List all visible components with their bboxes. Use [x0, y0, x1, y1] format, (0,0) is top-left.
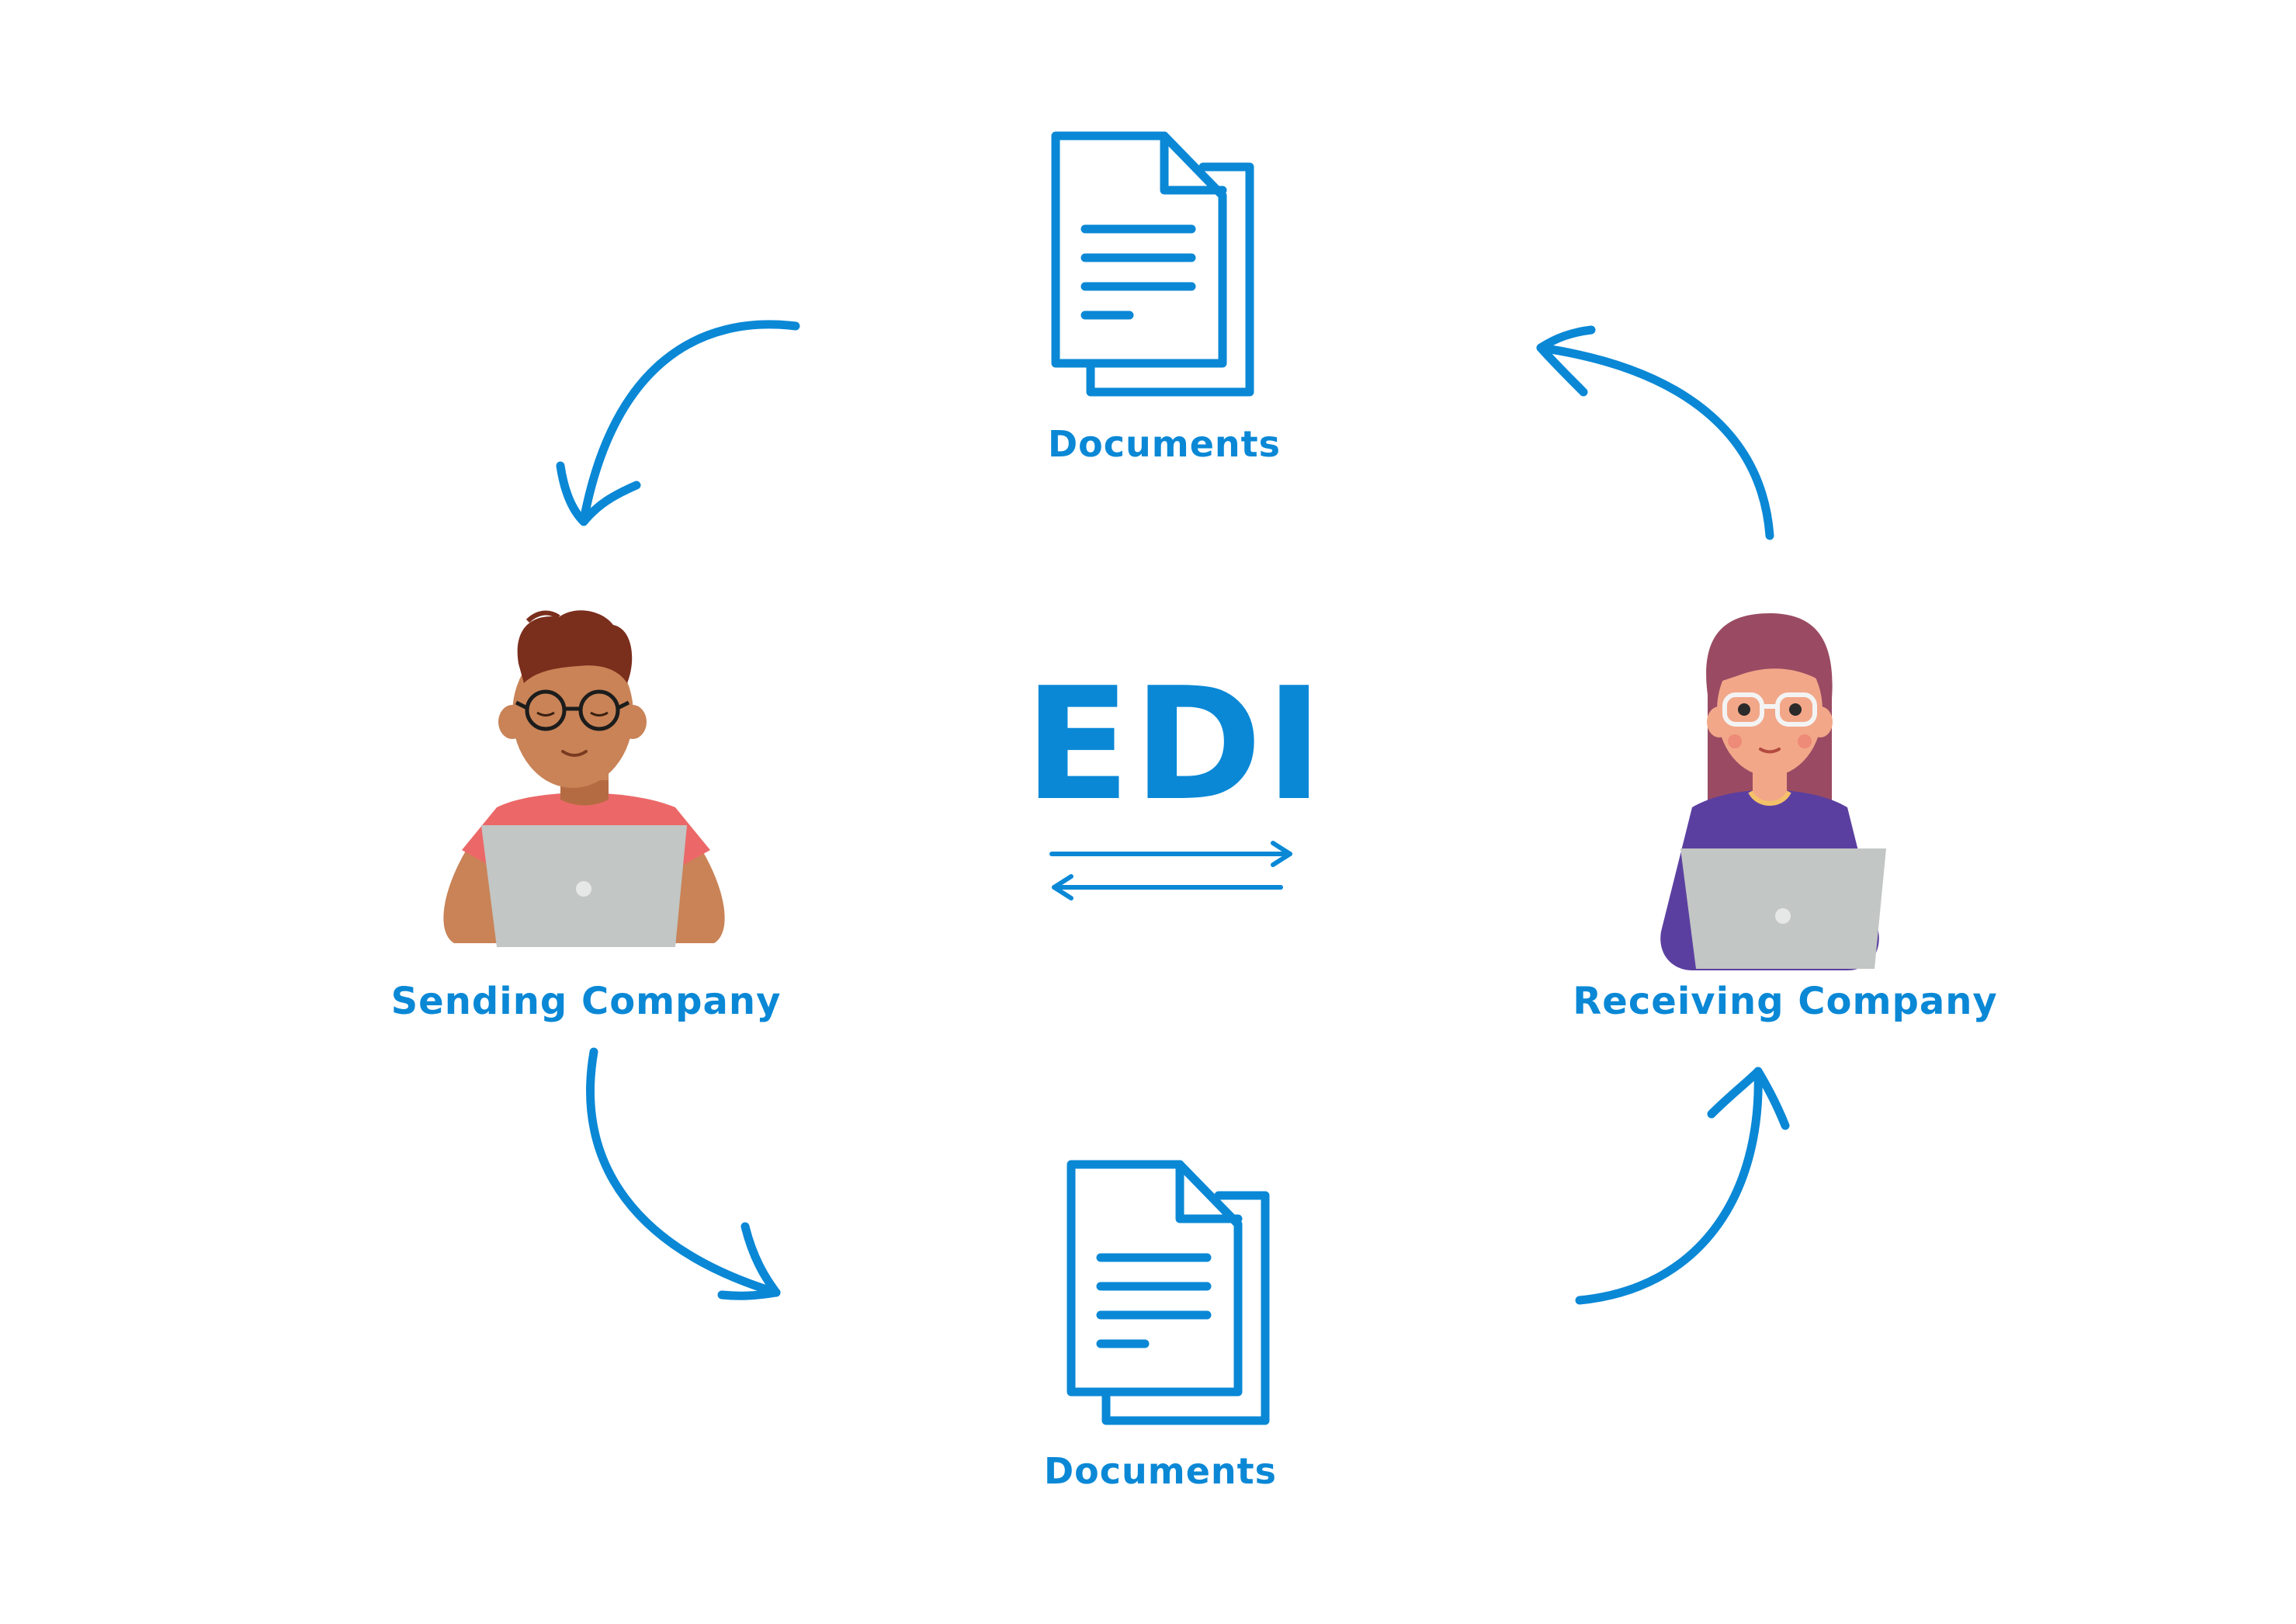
documents-label-bottom: Documents — [1043, 1450, 1278, 1492]
curved-arrow-bottom-left — [586, 1047, 781, 1297]
sending-company-label: Sending Company — [390, 980, 782, 1023]
documents-icon-bottom — [1066, 1160, 1270, 1425]
documents-label-top: Documents — [1047, 423, 1282, 465]
sender-illustration — [443, 610, 725, 947]
receiving-company-label: Receiving Company — [1573, 980, 1998, 1023]
curved-arrow-top-left — [579, 320, 800, 525]
edi-title: EDI — [1024, 654, 1327, 835]
receiver-illustration — [1660, 613, 1886, 970]
bidirectional-arrows-icon — [1049, 841, 1292, 900]
curved-arrow-top-right — [1536, 343, 1774, 540]
curved-arrow-bottom-right — [1575, 1067, 1763, 1305]
documents-icon-top — [1051, 131, 1254, 397]
